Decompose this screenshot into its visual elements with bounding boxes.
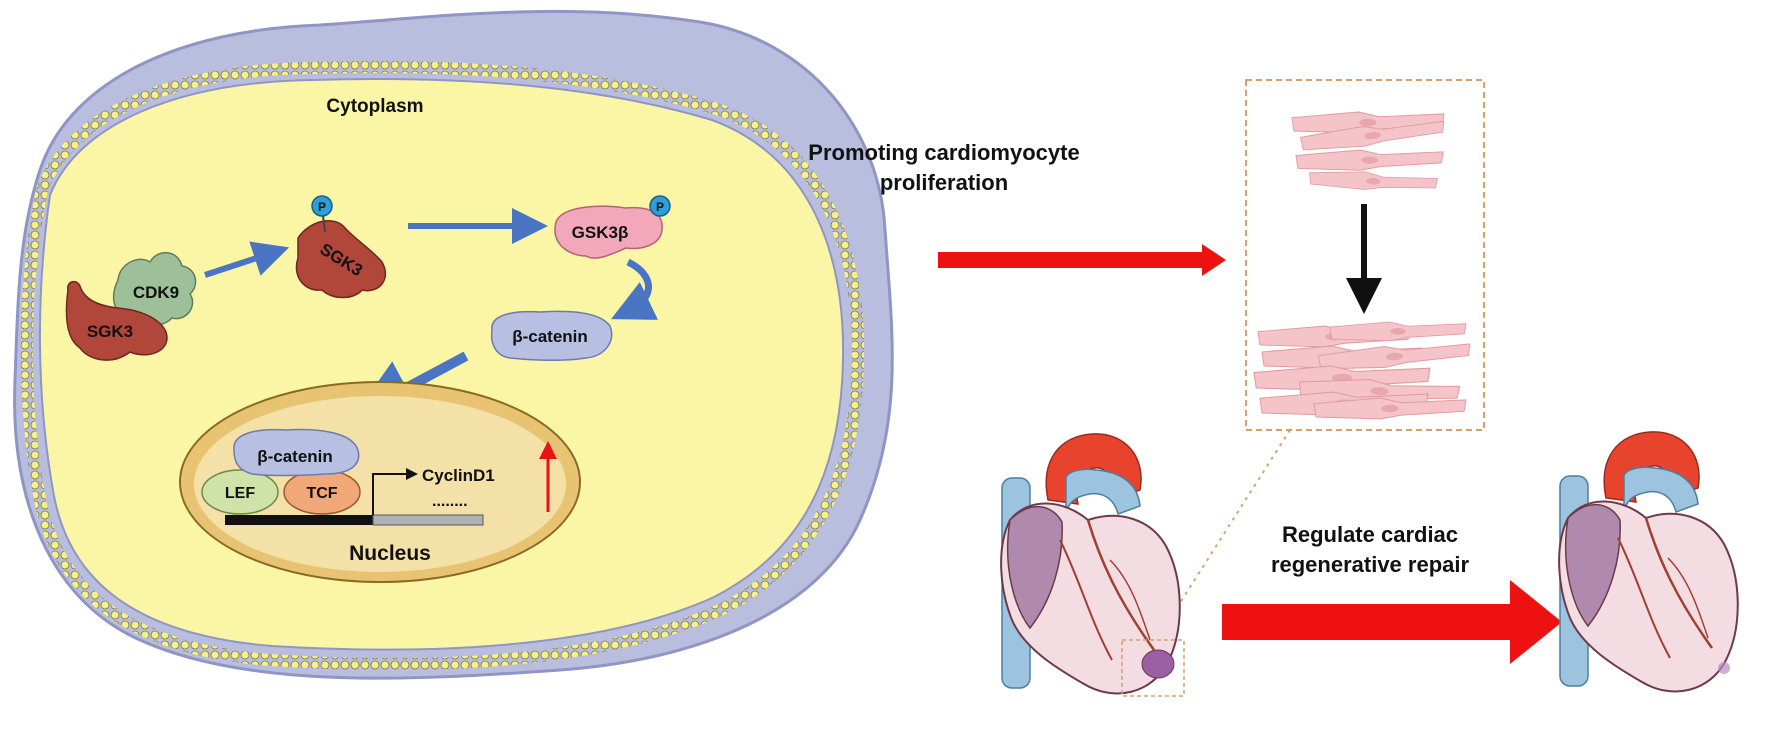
regulate-repair: Regulate cardiac regenerative repair (1222, 522, 1562, 664)
cardiomyocytes-few (1291, 111, 1446, 195)
dna-promoter (225, 515, 373, 525)
lef-label: LEF (225, 485, 255, 502)
promoting-proliferation: Promoting cardiomyocyte proliferation (808, 140, 1226, 276)
heart-repaired (1558, 431, 1739, 693)
regulate-text-line2: regenerative repair (1271, 552, 1470, 577)
lef-factor (201, 469, 279, 515)
cell-membrane-beads (20, 60, 865, 671)
beta-catenin-nuclear (233, 428, 360, 477)
transcription-start-arrow (372, 468, 418, 515)
gene-dots: ........ (432, 493, 468, 510)
sgk3-phos-protein (295, 219, 387, 299)
gsk3b-phospho-marker (649, 195, 671, 217)
promoting-text-line2: proliferation (880, 170, 1008, 195)
arrow-complex-to-sgk3 (204, 241, 290, 278)
beta-catenin-cytoplasm: β-catenin (490, 310, 613, 362)
tcf-label: TCF (306, 485, 337, 502)
promoting-text-line1: Promoting cardiomyocyte (808, 140, 1079, 165)
cardiomyocytes-many (1253, 321, 1472, 420)
cdk9-label: CDK9 (133, 283, 179, 302)
regulate-text-line1: Regulate cardiac (1282, 522, 1458, 547)
cyclin-d1-label: CyclinD1 (422, 466, 495, 485)
sgk3-label: SGK3 (87, 322, 133, 341)
gsk3b-protein (554, 205, 663, 259)
phospho-marker (311, 195, 333, 217)
arrow-gsk3b-to-beta-catenin (611, 258, 659, 320)
beta-catenin-nuclear-label: β-catenin (257, 447, 333, 466)
sgk3-protein (65, 280, 168, 361)
regulate-red-arrow (1222, 580, 1562, 664)
nucleus: Nucleus LEF TCF β-catenin CyclinD1 .....… (179, 381, 581, 583)
nucleus-label: Nucleus (349, 542, 431, 565)
promoting-red-arrow (938, 244, 1226, 276)
dna-gene (372, 514, 484, 526)
sgk3-cdk9-complex: CDK9 SGK3 (65, 252, 197, 361)
gsk3b-phospho-label: P (656, 200, 664, 214)
beta-catenin-label: β-catenin (512, 327, 588, 346)
beta-catenin-protein (490, 310, 613, 362)
heart-injured (1000, 433, 1185, 697)
gsk3b: GSK3β P (554, 195, 671, 259)
phospho-label: P (318, 200, 326, 214)
phosphorylated-sgk3: SGK3 P (295, 195, 387, 299)
cytoplasm-label: Cytoplasm (326, 96, 423, 117)
gsk3b-label: GSK3β (572, 223, 629, 242)
infarct-area (1141, 649, 1175, 679)
